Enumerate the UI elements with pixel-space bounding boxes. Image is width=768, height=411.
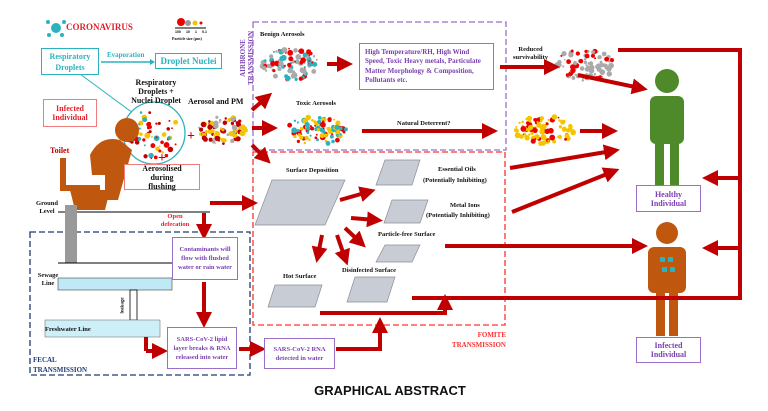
resp-nuclei-label: Respiratory Droplets + Nuclei Droplet: [128, 78, 184, 105]
reduced-survivability-label: Reduced survivability: [508, 46, 553, 62]
healthy-individual-box: Healthy Individual: [636, 185, 701, 212]
benign-aerosols-label: Benign Aerosols: [260, 30, 304, 39]
particle-free-label: Particle-free Surface: [378, 230, 435, 239]
infected-individual-box: Infected Individual: [43, 99, 97, 127]
aerosol-pm-cloud: [198, 115, 248, 145]
evaporation-label: Evaporation: [107, 51, 144, 60]
fomite-transmission-label: FOMITE TRANSMISSION: [432, 330, 506, 350]
benign-aerosol-cloud: [260, 47, 318, 81]
leakage-label: leakage: [119, 297, 128, 313]
aerosolised-box: Aerosolised during flushing: [124, 164, 200, 190]
contaminants-box: Contaminants will flow with flushed wate…: [172, 237, 238, 280]
infected-individual-icon: [648, 222, 686, 336]
disinfected-surface-label: Disinfected Surface: [342, 266, 396, 275]
coronavirus-legend-label: CORONAVIRUS: [66, 23, 133, 32]
respiratory-droplets-box: Respiratory Droplets: [41, 48, 99, 75]
plus-sign-aerosol: +: [187, 129, 195, 144]
ground-level-label: Ground Level: [34, 200, 60, 216]
essential-oils-label: Essential Oils: [438, 165, 476, 174]
toilet-label: Toilet: [50, 146, 69, 155]
natural-deterrent-label: Natural Deterrent?: [397, 119, 451, 128]
metal-ions-label: Metal Ions: [450, 201, 480, 210]
coronavirus-icon: [46, 20, 66, 37]
fecal-transmission-label: FECAL TRANSMISSION: [33, 355, 105, 375]
toxic-aerosols-label: Toxic Aerosols: [296, 99, 336, 108]
aerosol-pm-label: Aerosol and PM: [188, 97, 243, 106]
sewage-line-label: Sewage Line: [36, 272, 60, 288]
lipid-breaks-box: SARS-CoV-2 lipid layer breaks & RNA rele…: [167, 327, 237, 369]
particle-ticks: 1001010.1: [175, 30, 207, 34]
factors-box: High Temperature/RH, High Wind Speed, To…: [359, 43, 494, 90]
droplet-nuclei-box: Droplet Nuclei: [155, 53, 222, 69]
toxic-aerosol-cloud: [287, 115, 348, 146]
rna-detected-box: SARS-CoV-2 RNA detected in water: [264, 338, 335, 369]
surface-deposition-label: Surface Deposition: [286, 166, 339, 175]
deterred-aerosol-cloud: [514, 114, 576, 146]
particle-size-label: Particle size (µm): [172, 37, 202, 41]
infected-individual-label-box: Infected Individual: [636, 337, 701, 363]
essential-oils-note: (Potentially Inhibiting): [423, 176, 487, 185]
particle-size-icon: [175, 18, 206, 28]
hot-surface-label: Hot Surface: [283, 272, 316, 281]
freshwater-line-label: Freshwater Line: [45, 325, 91, 334]
open-defecation-label: Open defecation: [155, 213, 195, 229]
metal-ions-note: (Potentially Inhibiting): [426, 211, 490, 220]
graphical-abstract-title: GRAPHICAL ABSTRACT: [0, 383, 768, 398]
airborne-transmission-label: AIRBRONE TRANSMISSION: [239, 23, 255, 93]
healthy-individual-icon: [650, 69, 684, 185]
